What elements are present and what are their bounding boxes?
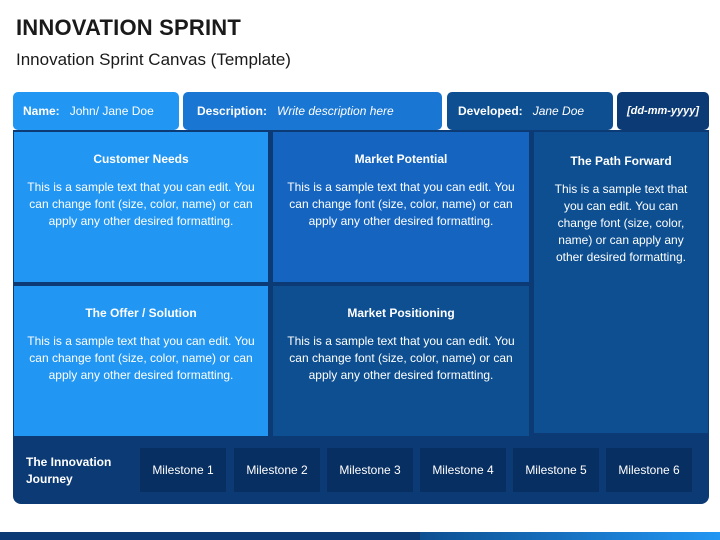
- cell-market-potential[interactable]: Market Potential This is a sample text t…: [273, 132, 529, 282]
- slide-subtitle: Innovation Sprint Canvas (Template): [16, 50, 291, 69]
- cell-body[interactable]: This is a sample text that you can edit.…: [287, 180, 515, 228]
- footer-stripe-gradient: [420, 532, 720, 540]
- journey-label: The Innovation Journey: [26, 454, 111, 488]
- cell-title: The Offer / Solution: [85, 306, 197, 320]
- journey-label-line2: Journey: [26, 472, 73, 486]
- cell-title: The Path Forward: [570, 154, 672, 168]
- cell-offer-solution[interactable]: The Offer / Solution This is a sample te…: [14, 286, 268, 436]
- cell-path-forward[interactable]: The Path Forward This is a sample text t…: [534, 132, 708, 433]
- cell-body[interactable]: This is a sample text that you can edit.…: [287, 334, 515, 382]
- milestone-6[interactable]: Milestone 6: [606, 448, 692, 492]
- slide-title: INNOVATION SPRINT: [16, 15, 242, 40]
- cell-customer-needs[interactable]: Customer Needs This is a sample text tha…: [14, 132, 268, 282]
- description-value[interactable]: Write description here: [277, 104, 394, 118]
- developed-value[interactable]: Jane Doe: [532, 104, 585, 118]
- date-value[interactable]: [dd-mm-yyyy]: [626, 105, 700, 117]
- milestone-2[interactable]: Milestone 2: [234, 448, 320, 492]
- cell-title: Customer Needs: [93, 152, 189, 166]
- name-label: Name:: [23, 104, 60, 118]
- name-field[interactable]: Name: John/ Jane Doe: [13, 92, 179, 130]
- cell-body[interactable]: This is a sample text that you can edit.…: [554, 182, 688, 264]
- footer-stripe-dark: [0, 532, 420, 540]
- cell-title: Market Potential: [354, 152, 448, 166]
- milestone-5[interactable]: Milestone 5: [513, 448, 599, 492]
- journey-label-line1: The Innovation: [26, 455, 112, 469]
- developed-field[interactable]: Developed: Jane Doe: [447, 92, 613, 130]
- description-field[interactable]: Description: Write description here: [183, 92, 442, 130]
- milestone-4[interactable]: Milestone 4: [420, 448, 506, 492]
- cell-body[interactable]: This is a sample text that you can edit.…: [27, 334, 255, 382]
- date-field[interactable]: [dd-mm-yyyy]: [617, 92, 709, 130]
- cell-title: Market Positioning: [347, 306, 455, 320]
- milestone-1[interactable]: Milestone 1: [140, 448, 226, 492]
- developed-label: Developed:: [458, 104, 523, 118]
- milestone-3[interactable]: Milestone 3: [327, 448, 413, 492]
- name-value[interactable]: John/ Jane Doe: [69, 104, 154, 118]
- description-label: Description:: [197, 104, 268, 118]
- cell-body[interactable]: This is a sample text that you can edit.…: [27, 180, 255, 228]
- cell-market-positioning[interactable]: Market Positioning This is a sample text…: [273, 286, 529, 436]
